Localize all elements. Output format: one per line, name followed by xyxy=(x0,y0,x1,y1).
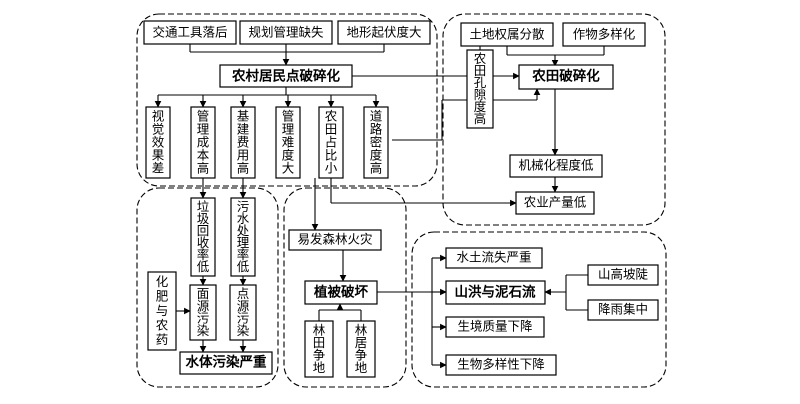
node-habitat-box xyxy=(445,316,545,338)
node-biodiversity-box xyxy=(445,354,557,376)
node-planning-box xyxy=(239,20,333,45)
node-soil-loss: 水土流失严重 xyxy=(456,250,531,265)
node-crop-diversity: 作物多样化 xyxy=(573,27,636,42)
node-mgmt-difficulty-box xyxy=(275,106,301,179)
node-forest-farm: 林田争地 xyxy=(313,322,326,375)
node-forest-fire: 易发森林火灾 xyxy=(297,232,373,247)
node-vegetation-box xyxy=(304,280,378,305)
node-settlement-fragmentation: 农村居民点破碎化 xyxy=(231,68,340,85)
node-sewage: 污水处理率低 xyxy=(237,199,250,274)
node-forest-farm-box xyxy=(304,320,334,378)
node-fertilizer-box xyxy=(147,271,177,351)
node-nonpoint-box xyxy=(189,284,217,341)
node-yield-box xyxy=(515,191,595,215)
node-land-tenure: 土地权属分散 xyxy=(469,27,545,42)
node-nonpoint: 面源污染 xyxy=(197,286,210,338)
node-mgmt-cost-box xyxy=(190,106,216,179)
node-farmland-frag-box xyxy=(518,64,614,90)
node-mechanization: 机械化程度低 xyxy=(518,158,594,173)
node-transport-box xyxy=(143,20,237,45)
node-flood-box xyxy=(445,280,546,305)
node-road-box xyxy=(363,106,389,179)
node-rain: 降雨集中 xyxy=(598,302,648,317)
node-terrain: 地形起伏度大 xyxy=(346,25,421,40)
node-flood: 山洪与泥石流 xyxy=(455,284,536,301)
node-yield: 农业产量低 xyxy=(524,195,587,210)
node-infra-cost: 基建费用高 xyxy=(237,108,250,175)
node-terrain-box xyxy=(337,20,431,45)
group-disaster xyxy=(411,231,667,388)
node-farmland-fragmentation: 农田破碎化 xyxy=(531,68,600,85)
node-soil-box xyxy=(445,247,543,269)
node-mgmt-difficulty: 管理难度大 xyxy=(282,108,295,175)
node-crops-box xyxy=(562,22,646,47)
node-point-box xyxy=(229,284,257,341)
node-point: 点源污染 xyxy=(237,286,250,338)
node-forest-house-box xyxy=(346,320,376,378)
node-mechanization-box xyxy=(509,154,603,178)
node-water-box xyxy=(179,351,273,375)
node-habitat: 生境质量下降 xyxy=(457,319,533,334)
node-biodiversity: 生物多样性下降 xyxy=(457,357,545,372)
node-forest-house: 林居争地 xyxy=(355,322,368,375)
node-transport: 交通工具落后 xyxy=(152,25,227,40)
node-sewage-box xyxy=(230,197,256,277)
node-garbage-box xyxy=(190,197,216,277)
node-water-pollution: 水体污染严重 xyxy=(186,354,267,371)
node-steep-box xyxy=(587,264,659,286)
node-tenure-box xyxy=(460,22,554,47)
node-fertilizer: 化肥与农药 xyxy=(156,274,169,347)
node-cropland-share-box xyxy=(318,106,344,179)
node-porosity-box xyxy=(466,49,494,129)
node-visual-box xyxy=(145,106,171,179)
node-garbage: 垃圾回收率低 xyxy=(197,199,210,274)
node-vegetation: 植被破坏 xyxy=(313,284,368,301)
node-porosity: 农田孔隙度高 xyxy=(474,51,487,126)
node-road-density: 道路密度高 xyxy=(370,108,383,175)
node-visual: 视觉效果差 xyxy=(152,108,165,175)
node-rain-box xyxy=(587,299,659,321)
node-steep: 山高坡陡 xyxy=(598,267,649,282)
node-infra-box xyxy=(230,106,256,179)
node-settlement-box xyxy=(219,64,353,88)
node-planning: 规划管理缺失 xyxy=(248,25,324,40)
node-cropland-share: 农田占比小 xyxy=(325,108,338,175)
node-mgmt-cost: 管理成本高 xyxy=(197,108,210,175)
group-vegetation xyxy=(283,187,407,388)
group-settlement xyxy=(136,13,438,187)
node-fire-box xyxy=(288,229,382,251)
group-water-pollution xyxy=(136,187,279,388)
